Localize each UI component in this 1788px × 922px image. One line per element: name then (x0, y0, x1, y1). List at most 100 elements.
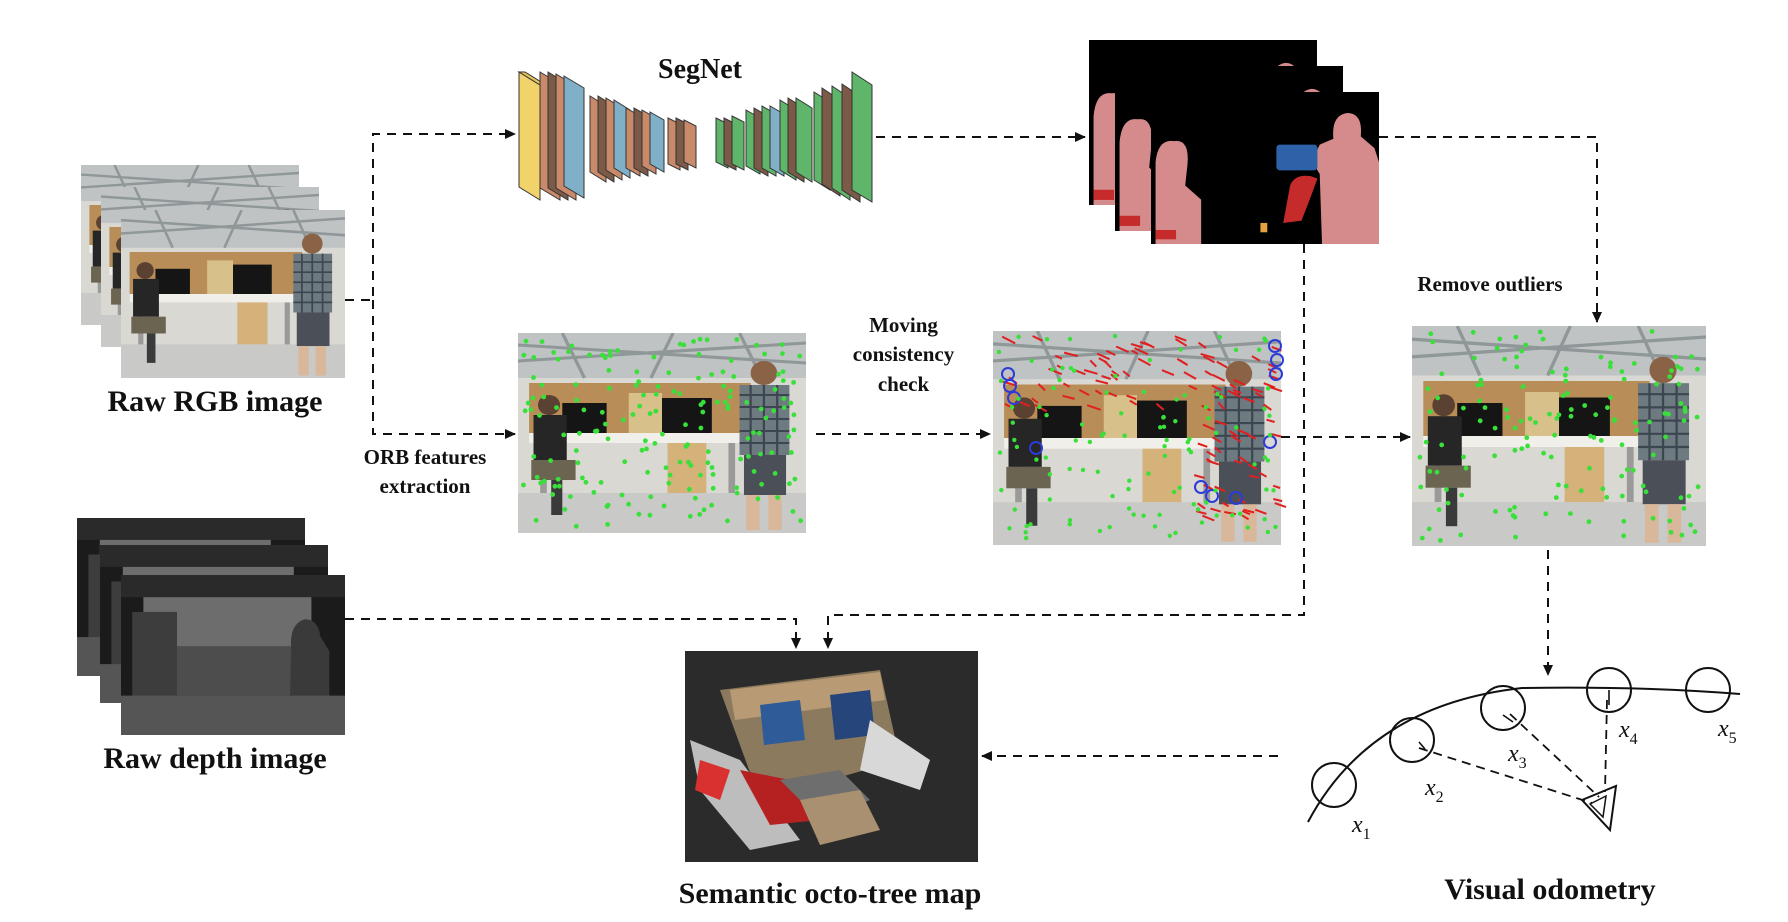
outlier-vector (1200, 352, 1215, 359)
orb-feature-point (1164, 437, 1169, 443)
outlier-vector (1202, 355, 1216, 364)
orb-feature-point (660, 431, 665, 437)
outlier-vector (1197, 341, 1207, 349)
orb-feature-point (1621, 518, 1627, 524)
orb-feature-point (1513, 334, 1519, 340)
orb-feature-point (1113, 373, 1118, 379)
outlier-vector (1273, 498, 1283, 503)
orb-feature-point (1126, 486, 1131, 492)
orb-feature-point (1107, 524, 1112, 530)
outlier-vector (1255, 392, 1263, 398)
orb-feature-point (758, 406, 764, 412)
orb-feature-point (1195, 507, 1201, 512)
orb-feature-point (1007, 526, 1012, 531)
outlier-vector (1062, 382, 1071, 388)
orb-feature-point (1565, 390, 1570, 396)
octo-tree-map-image (685, 651, 978, 862)
orb-feature-point (754, 342, 759, 348)
orb-feature-point (1265, 529, 1271, 535)
outlier-vector (1252, 388, 1264, 394)
outlier-vector (1037, 383, 1046, 392)
outlier-vector (1031, 397, 1039, 404)
moving-consistency-image (993, 331, 1287, 545)
orb-feature-point (1050, 367, 1055, 372)
orb-feature-point (1647, 419, 1652, 425)
outlier-vector (1126, 394, 1137, 401)
orb-feature-point (1563, 483, 1569, 489)
orb-feature-point (1047, 472, 1053, 477)
outlier-marker (1270, 353, 1284, 367)
outliers-removed-image (1412, 326, 1706, 546)
orb-feature-point (1204, 500, 1209, 505)
orb-feature-point (1512, 447, 1518, 453)
orb-feature-point (1029, 358, 1034, 363)
orb-feature-point (700, 409, 706, 415)
orb-feature-point (1157, 512, 1162, 517)
orb-feature-point (1678, 401, 1684, 406)
orb-feature-point (1507, 507, 1513, 513)
outlier-vector (1062, 394, 1075, 400)
orb-feature-point (1514, 354, 1519, 360)
orb-feature-point (1097, 528, 1103, 534)
outlier-vector (1129, 399, 1138, 406)
segnet-label: SegNet (658, 54, 742, 85)
orb-feature-point (1591, 435, 1597, 440)
orb-feature-point (531, 454, 537, 459)
orb-feature-point (607, 349, 613, 354)
orb-feature-point (780, 378, 786, 383)
outlier-vector (1274, 502, 1287, 509)
orb-feature-point (1523, 342, 1529, 348)
orb-feature-point (1479, 382, 1484, 387)
orb-feature-point (1631, 361, 1637, 366)
orb-feature-point (1619, 369, 1625, 374)
outlier-vector (1238, 498, 1247, 504)
orb-feature-point (1676, 381, 1682, 387)
orb-feature-point (758, 451, 763, 457)
orb-feature-point (531, 355, 537, 360)
orb-feature-point (1472, 355, 1477, 361)
orb-feature-point (1016, 334, 1021, 339)
orb-feature-point (692, 495, 698, 501)
orb-feature-point (1667, 518, 1673, 524)
orb-feature-point (1654, 381, 1659, 387)
orb-feature-point (1423, 439, 1429, 445)
orb-feature-point (1686, 493, 1692, 499)
outlier-marker (1229, 491, 1243, 505)
outlier-marker (1029, 441, 1043, 455)
orb-feature-point (606, 368, 612, 373)
orb-feature-point (763, 415, 769, 421)
orb-feature-point (1186, 447, 1192, 452)
outlier-vector (1032, 335, 1043, 342)
orb-feature-point (734, 490, 740, 496)
orb-feature-point (1237, 511, 1243, 516)
outlier-vector (1203, 483, 1213, 491)
orb-feature-point (1067, 522, 1073, 527)
orb-feature-point (573, 382, 579, 388)
orb-feature-point (1695, 484, 1701, 490)
orb-feature-point (1562, 372, 1568, 378)
outlier-vector (1214, 419, 1227, 426)
orb-feature-point (569, 343, 575, 349)
flow-arrows (345, 129, 1602, 761)
outlier-vector (1233, 378, 1246, 386)
orb-feature-point (720, 369, 726, 375)
orb-feature-point (636, 511, 642, 517)
orb-feature-point (523, 338, 529, 344)
orb-feature-point (1234, 425, 1239, 430)
outlier-vector (1111, 370, 1120, 377)
orb-feature-point (788, 400, 794, 406)
outlier-vector (1188, 384, 1198, 391)
orb-feature-point (573, 523, 579, 529)
orb-feature-point (710, 472, 716, 477)
orb-feature-point (1072, 368, 1077, 373)
orb-feature-point (1158, 425, 1163, 430)
orb-feature-point (1643, 489, 1649, 495)
orb-feature-point (1162, 453, 1168, 459)
orb-feature-point (1161, 424, 1167, 429)
outlier-vector (1122, 370, 1131, 378)
orb-feature-point (615, 348, 620, 353)
orb-feature-point (725, 518, 730, 524)
orb-feature-point (1267, 433, 1273, 438)
outlier-vector (1227, 389, 1239, 397)
